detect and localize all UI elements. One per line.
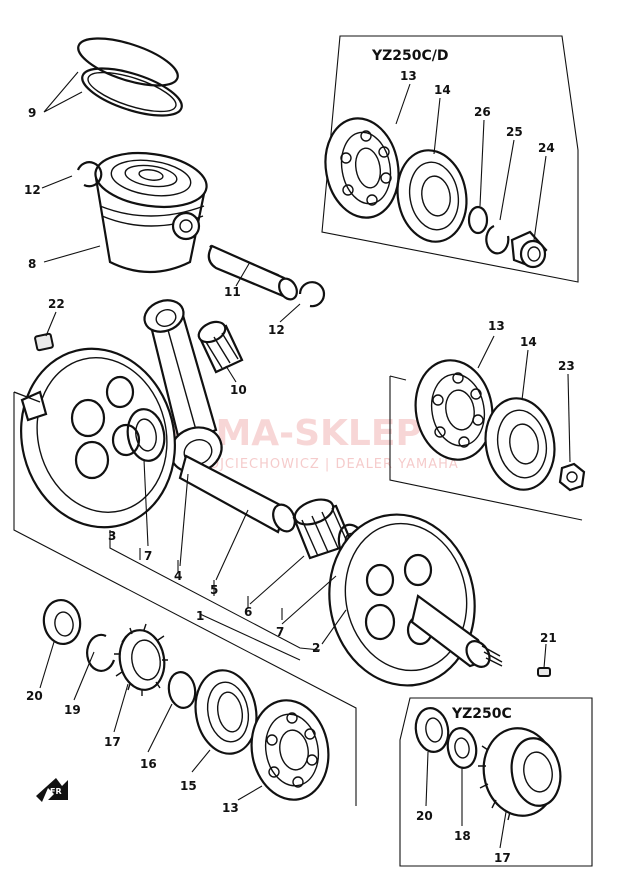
callout-16: 16: [140, 757, 157, 771]
callout-2: 2: [312, 641, 320, 655]
inset2-nut-23: [558, 462, 586, 492]
primary-drive-gear: [114, 623, 168, 696]
circlip-upper: [76, 161, 103, 188]
inset1-circlip-25: [485, 224, 510, 255]
circlip-lower: [298, 281, 326, 308]
inset2-bearing-13: [414, 359, 494, 461]
callout-10: 10: [230, 383, 247, 397]
piston-rings: [77, 37, 183, 117]
watermark-dealer: WOJCIECHOWICZ | DEALER YAMAHA: [195, 457, 459, 472]
inset2-seal-14: [484, 397, 556, 491]
callout-22: 22: [48, 297, 65, 311]
callout-6: 6: [244, 605, 252, 619]
callout-13-inset2: 13: [488, 319, 505, 333]
inset-yz250cd: YZ250C/D: [321, 35, 579, 283]
circlip-19: [86, 633, 116, 672]
callout-5: 5: [210, 583, 218, 597]
thrust-washer-left: [126, 408, 166, 462]
callout-24: 24: [538, 141, 555, 155]
main-bearing-bottom: [250, 699, 330, 801]
callout-11: 11: [224, 285, 241, 299]
inset-title-yz250c: YZ250C: [451, 706, 512, 722]
callout-9: 9: [28, 106, 36, 120]
woodruff-key-right: [537, 667, 551, 677]
small-end-bearing: [197, 320, 244, 374]
callout-14-inset1: 14: [434, 83, 451, 97]
callout-25: 25: [506, 125, 523, 139]
callout-21: 21: [540, 631, 557, 645]
connecting-rod: [143, 299, 223, 474]
callout-13-main: 13: [222, 801, 239, 815]
inset3-seal-20: [414, 707, 450, 753]
callout-7-left: 7: [144, 549, 152, 563]
callout-8: 8: [28, 257, 36, 271]
callout-20-inset3: 20: [416, 809, 433, 823]
callout-leaders: [39, 71, 571, 849]
callout-14-inset2: 14: [520, 335, 537, 349]
callout-12-upper: 12: [24, 183, 41, 197]
front-marker-label: FR: [50, 787, 62, 796]
crank-wheel-left: [13, 347, 176, 529]
callout-20-main: 20: [26, 689, 43, 703]
callout-18: 18: [454, 829, 471, 843]
inset1-ring-26: [467, 205, 489, 235]
oil-seal-15: [194, 669, 258, 755]
inset3-gear-17: [478, 727, 562, 821]
callout-17-inset3: 17: [494, 851, 511, 865]
callout-3: 3: [108, 529, 116, 543]
inset-title-yz250cd: YZ250C/D: [371, 48, 449, 64]
inset-yz250c: YZ250C: [399, 697, 593, 867]
big-end-bearing: [292, 498, 354, 560]
oil-seal-left: [42, 599, 82, 645]
inset1-bearing-13: [324, 117, 400, 219]
callout-7-right: 7: [276, 625, 284, 639]
callout-12-lower: 12: [268, 323, 285, 337]
callout-1: 1: [196, 609, 204, 623]
inset-middle-right: [389, 359, 586, 521]
callout-13-inset1: 13: [400, 69, 417, 83]
inset1-collar-24: [510, 230, 548, 269]
callout-4: 4: [174, 569, 182, 583]
callout-15: 15: [180, 779, 197, 793]
callout-19: 19: [64, 703, 81, 717]
callout-numbers: 9 12 8 11 12 22 10 13 14 26 25 24 13 14 …: [24, 69, 575, 865]
front-direction-marker: FR: [36, 778, 68, 802]
assembly-brackets: [13, 392, 357, 806]
callout-26: 26: [474, 105, 491, 119]
crank-wheel-right: [328, 513, 503, 687]
inset1-seal-14: [396, 149, 468, 243]
woodruff-key: [34, 332, 54, 352]
callout-23: 23: [558, 359, 575, 373]
o-ring: [167, 671, 197, 709]
piston: [94, 151, 208, 274]
callout-17-main: 17: [104, 735, 121, 749]
inset3-washer-18: [446, 727, 478, 769]
piston-pin: [207, 244, 298, 301]
crank-pin: [178, 454, 296, 534]
